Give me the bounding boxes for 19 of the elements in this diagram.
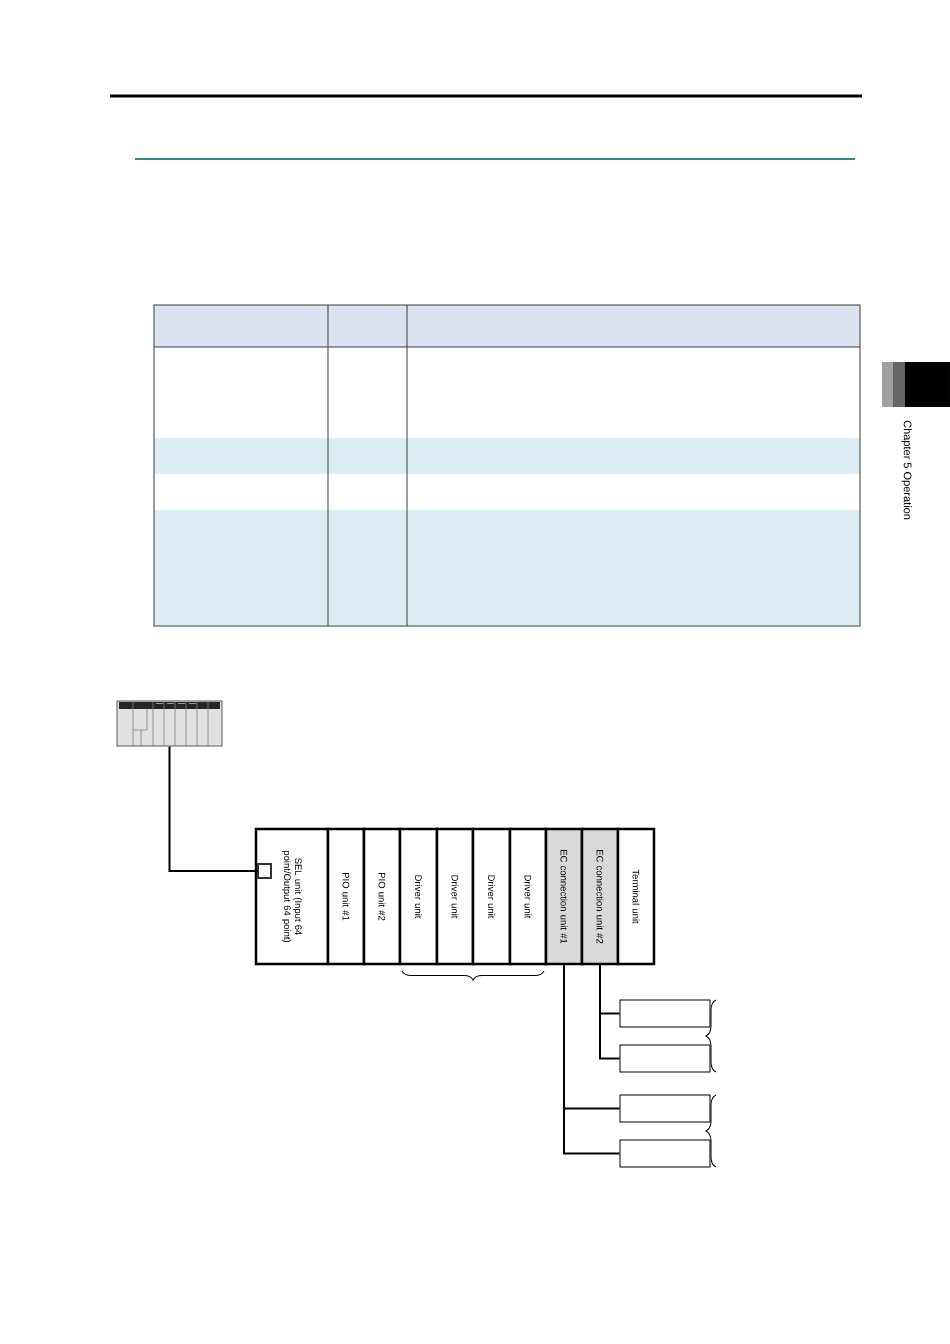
unit-box: PIO unit #2 xyxy=(362,827,402,966)
unit-box: Driver unit xyxy=(435,827,475,966)
unit-box: Terminal unit xyxy=(616,827,656,966)
unit-box: SEL unit (Input 64 point/Output 64 point) xyxy=(254,827,330,966)
chapter-label: Chapter 5 Operation xyxy=(901,420,912,520)
unit-box: PIO unit #1 xyxy=(326,827,366,966)
connector-line xyxy=(168,745,259,872)
connector-line xyxy=(563,964,621,1155)
empty-box xyxy=(619,1139,711,1168)
unit-box: EC connection unit #1 xyxy=(544,827,584,966)
plc-drawing xyxy=(116,700,223,747)
unit-box: Driver unit xyxy=(508,827,548,966)
empty-box xyxy=(619,999,711,1028)
unit-box: Driver unit xyxy=(471,827,512,966)
unit-box: Driver unit xyxy=(398,827,439,966)
connector-line xyxy=(599,964,621,1060)
empty-box xyxy=(619,1044,711,1073)
unit-box: EC connection unit #2 xyxy=(580,827,620,966)
empty-box xyxy=(619,1094,711,1123)
